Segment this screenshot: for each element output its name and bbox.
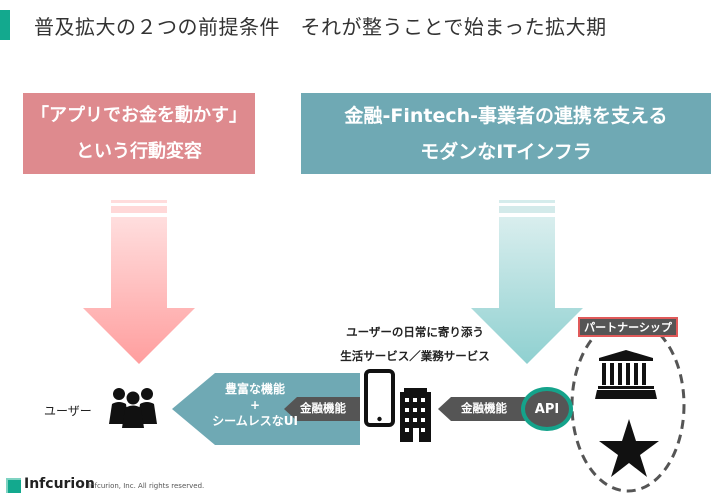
api-badge: API [521,387,573,431]
footer-copyright: Infcurion, Inc. All rights reserved. [88,482,205,490]
finance-function-arrow-right [438,397,525,421]
behavior-change-line2: という行動変容 [76,140,202,162]
partnership-label: パートナーシップ [578,317,678,337]
user-label: ユーザー [44,404,92,418]
it-infra-box: 金融-Fintech-事業者の連携を支える モダンなITインフラ [301,93,711,174]
pink-down-arrow [83,200,195,364]
behavior-change-box: 「アプリでお金を動かす」 という行動変容 [23,93,255,174]
bank-icon [595,350,657,399]
infcurion-logo-icon [6,478,21,493]
seamless-ui-arrow [172,373,360,445]
title-accent-bar [0,10,10,40]
seamless-line3: シームレスなUI [212,414,298,428]
footer-brand: Infcurion [24,476,95,492]
seamless-line1: 豊富な機能 [224,382,285,396]
it-infra-line2: モダンなITインフラ [420,140,592,163]
behavior-change-line1: 「アプリでお金を動かす」 [31,104,247,126]
star-icon [599,419,659,477]
teal-down-arrow [471,200,583,364]
page-title: 普及拡大の２つの前提条件 それが整うことで始まった拡大期 [34,15,607,39]
services-caption: ユーザーの日常に寄り添う 生活サービス／業務サービス [320,320,510,368]
smartphone-icon [364,369,395,427]
partnership-ellipse [570,317,686,493]
finance-function-arrow-left [284,397,360,421]
services-line1: ユーザーの日常に寄り添う [346,325,484,339]
it-infra-line1: 金融-Fintech-事業者の連携を支える [344,104,668,127]
finance-function-label-left: 金融機能 [300,401,346,415]
finance-function-label-right: 金融機能 [461,401,507,415]
people-group-icon [109,388,157,428]
seamless-ui-text: 豊富な機能 + シームレスなUI [190,381,320,429]
office-building-icon [400,388,431,442]
services-line2: 生活サービス／業務サービス [340,349,490,363]
seamless-line2: + [249,398,261,412]
